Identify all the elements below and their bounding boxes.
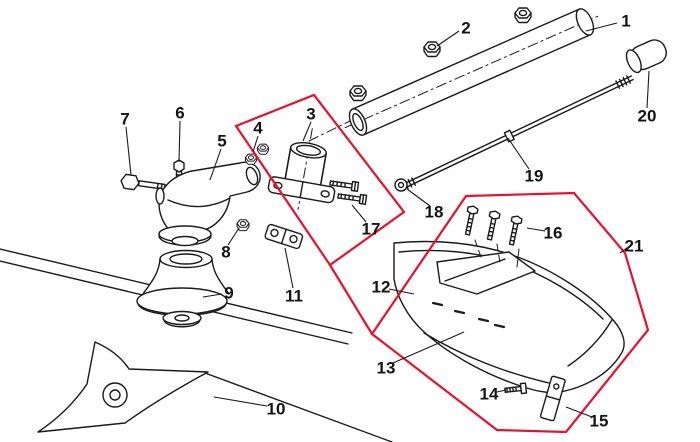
part-label-2: 2 (461, 19, 470, 38)
part-labels: 1 2 3 4 5 6 7 8 9 10 11 12 13 14 15 16 1… (120, 12, 656, 431)
part-label-7: 7 (120, 110, 129, 129)
leader-line-18 (406, 188, 431, 207)
part-label-15: 15 (590, 412, 609, 431)
part-label-17: 17 (362, 220, 381, 239)
part-label-21: 21 (625, 237, 644, 256)
leader-line-11 (284, 247, 294, 289)
leader-line-13 (392, 331, 465, 364)
leader-line-6 (178, 120, 181, 163)
highlight-guard-group (370, 191, 650, 434)
highlight-connector-line (329, 264, 373, 335)
leader-line-12 (388, 288, 415, 295)
leader-line-16 (526, 227, 546, 232)
leader-line-14 (496, 389, 507, 393)
leader-line-20 (646, 70, 650, 109)
leader-line-9 (202, 293, 223, 298)
part-label-10: 10 (267, 400, 286, 419)
leader-lines (125, 22, 650, 418)
part-label-11: 11 (285, 287, 303, 306)
leader-line-3 (302, 121, 312, 142)
part-label-14: 14 (480, 385, 499, 404)
part-label-13: 13 (377, 359, 396, 378)
highlight-outlines (234, 93, 650, 434)
leader-line-7 (125, 126, 132, 176)
part-label-20: 20 (638, 107, 657, 126)
part-11-bracket (264, 223, 304, 250)
bolt-alignment-dashes (474, 239, 520, 268)
part-20-end-cap (625, 39, 667, 74)
part-3-shaft-clamp (267, 128, 336, 210)
leader-line-10 (213, 396, 268, 407)
leader-line-4 (252, 135, 259, 153)
part-label-5: 5 (217, 132, 226, 151)
part-label-16: 16 (544, 224, 563, 243)
part-16-bolts (461, 204, 524, 247)
part-1-outer-tube (344, 8, 601, 136)
part-5-gear-head (155, 161, 261, 247)
leader-line-21 (619, 247, 628, 254)
part-label-6: 6 (175, 104, 184, 123)
leader-line-1 (585, 22, 618, 32)
part-label-18: 18 (425, 203, 444, 222)
part-label-19: 19 (525, 167, 544, 186)
part-label-9: 9 (224, 284, 233, 303)
leader-line-15 (565, 406, 593, 418)
highlight-clamp-group (234, 93, 406, 267)
part-label-4: 4 (253, 119, 263, 138)
part-9-holder-cup (136, 249, 230, 328)
part-10-blade (37, 341, 209, 433)
part-12-mount-plate (436, 251, 536, 295)
part-4-nuts (244, 143, 270, 165)
part-label-1: 1 (621, 12, 630, 31)
leader-line-8 (227, 227, 240, 246)
part-18-washer (394, 178, 408, 192)
leader-line-19 (507, 137, 530, 170)
part-label-12: 12 (372, 278, 391, 297)
part-15-line-cutter (539, 375, 566, 422)
leader-line-5 (209, 148, 222, 181)
leader-line-2 (436, 30, 460, 47)
part-label-8: 8 (221, 243, 230, 262)
leader-line-17 (351, 204, 367, 223)
assembly-axis-dash (308, 120, 351, 142)
part-label-3: 3 (306, 105, 315, 124)
